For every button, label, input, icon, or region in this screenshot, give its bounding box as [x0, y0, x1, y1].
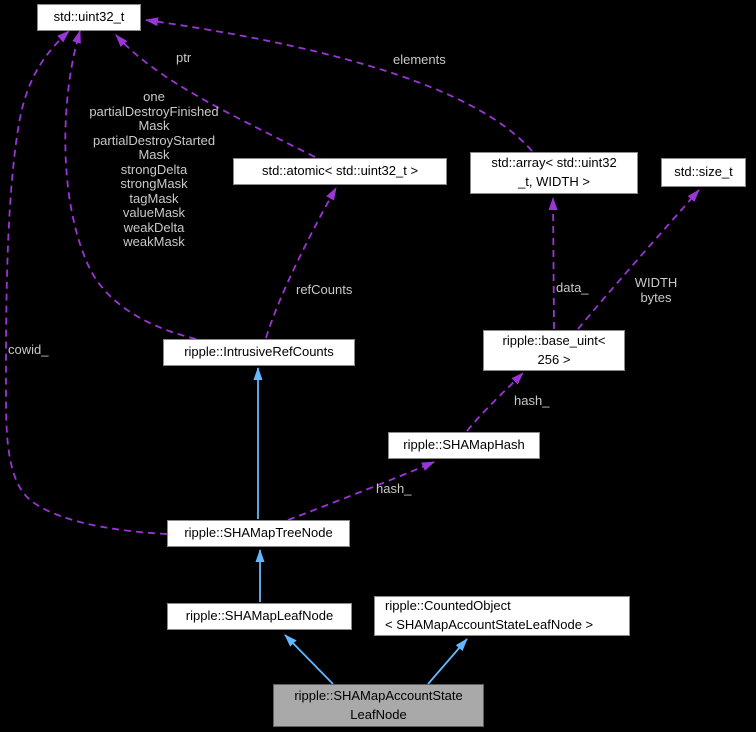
edge-cowid-usage	[5, 30, 168, 535]
node-std-array[interactable]: std::array< std::uint32 _t, WIDTH >	[470, 152, 638, 194]
edge-label-hash-lower: hash_	[376, 481, 412, 496]
edge-inherit-accountstate-leafnode	[284, 634, 334, 685]
edge-label-elements: elements	[393, 52, 446, 67]
edge-label-width-bytes: WIDTH bytes	[634, 275, 678, 305]
edge-refcounts-usage	[265, 187, 337, 339]
node-counted-object[interactable]: ripple::CountedObject < SHAMapAccountSta…	[374, 596, 630, 636]
edge-label-ptr: ptr	[176, 50, 192, 65]
node-base-uint-256[interactable]: ripple::base_uint< 256 >	[483, 330, 625, 371]
node-shamap-leaf-node[interactable]: ripple::SHAMapLeafNode	[167, 603, 352, 630]
edge-data-usage	[548, 197, 558, 330]
edge-hash-shamaphash-to-baseuint-usage	[466, 372, 524, 432]
edge-hash-treenode-to-shamaphash-usage	[287, 461, 435, 521]
node-intrusive-ref-counts[interactable]: ripple::IntrusiveRefCounts	[163, 339, 355, 366]
node-std-size-t[interactable]: std::size_t	[661, 158, 746, 187]
node-shamap-account-state-leaf-node: ripple::SHAMapAccountState LeafNode	[273, 684, 484, 727]
edge-label-hash-upper: hash_	[514, 393, 550, 408]
edge-inherit-accountstate-countedobject	[427, 638, 468, 685]
edge-elements-usage	[145, 17, 533, 152]
edge-label-refcounts: refCounts	[296, 282, 353, 297]
node-std-atomic-uint32[interactable]: std::atomic< std::uint32_t >	[233, 158, 447, 185]
node-shamap-tree-node[interactable]: ripple::SHAMapTreeNode	[167, 520, 350, 547]
node-shamap-hash[interactable]: ripple::SHAMapHash	[388, 432, 540, 459]
edge-label-cowid: cowid_	[8, 342, 49, 357]
edge-label-data: data_	[556, 280, 589, 295]
edge-width-bytes-usage	[577, 189, 700, 330]
edge-members-usage	[64, 30, 197, 340]
edge-label-members: one partialDestroyFinished Mask partialD…	[89, 89, 219, 249]
node-std-uint32-t[interactable]: std::uint32_t	[37, 4, 141, 31]
